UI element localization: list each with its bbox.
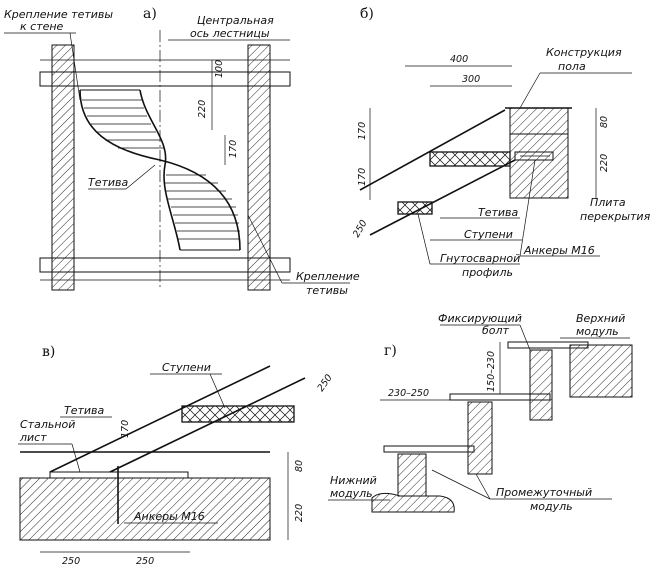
dim-b-80: 80 [599,116,610,128]
label-steel-sheet-1: Стальной [20,418,75,431]
floor-slab [509,107,569,199]
label-lower-module-1: Нижний [330,474,377,487]
lower-module-post [397,453,427,497]
bottom-beam [39,257,291,273]
upper-module [529,349,553,421]
step-lower [397,201,433,215]
left-wall [51,44,75,291]
lower-step [383,445,475,453]
dim-v-170: 170 [120,420,131,438]
label-bent-profile-2: профиль [462,266,513,279]
label-fixing-bolt-2: болт [482,324,510,337]
step-v [181,405,295,423]
upper-step [507,341,589,349]
dim-b-220: 220 [599,154,610,172]
panel-b: б) 400 300 170 170 250 80 220 Конструкци… [351,6,651,279]
label-v-anchors: Анкеры М16 [133,510,205,523]
right-wall [247,44,271,291]
label-upper-module-1: Верхний [576,312,625,325]
panel-b-label: б) [360,6,374,22]
panel-a: а) [4,6,360,297]
panel-a-label: а) [143,6,157,22]
top-beam [39,71,291,87]
label-b-stringer: Тетива [478,206,519,219]
label-b-steps: Ступени [464,228,513,241]
dim-v-250a: 250 [62,556,80,567]
step-upper [429,151,511,167]
label-fastening-2: тетивы [306,284,348,297]
dim-a-170: 170 [228,140,239,158]
dim-a-100: 100 [214,60,225,78]
upper-wall [569,344,633,398]
label-fastening-1: Крепление [296,270,360,283]
label-stringer: Тетива [88,176,129,189]
panel-g: г) 150–230 230–250 Фиксирующий болт Верх… [328,312,633,513]
label-intermediate-1: Промежуточный [496,486,592,499]
dim-b-400: 400 [450,54,468,65]
label-bent-profile-1: Гнутосварной [440,252,520,265]
dim-b-300: 300 [462,74,480,85]
dim-a-220: 220 [197,100,208,118]
dim-b-250: 250 [351,218,370,239]
label-b-anchors: Анкеры М16 [523,244,595,257]
label-floor-construction-2: пола [558,60,586,73]
dim-v-250: 250 [315,373,334,394]
label-central-axis-2: ось лестницы [190,27,270,40]
label-steel-sheet-2: лист [19,431,47,444]
label-wall-fastening-1: Крепление тетивы [4,8,113,21]
label-slab-1: Плита [590,196,626,209]
label-slab-2: перекрытия [580,210,651,223]
spiral-inner [139,89,181,251]
dim-b-170a: 170 [357,122,368,140]
slab-v [19,477,271,541]
panel-v-label: в) [42,344,55,360]
label-wall-fastening-2: к стене [20,20,64,33]
anchor [514,151,554,161]
dim-g-230-250: 230–250 [388,388,429,399]
panel-v: в) 250 170 80 220 250 250 Ступени Тетива… [18,344,335,567]
treads-upper [82,99,164,149]
label-intermediate-2: модуль [530,500,573,513]
label-upper-module-2: модуль [576,325,619,338]
lower-module-base [371,492,455,513]
dim-v-80: 80 [294,460,305,472]
steel-sheet [49,471,189,479]
label-floor-construction-1: Конструкция [546,46,622,59]
dim-v-220: 220 [294,504,305,522]
label-lower-module-2: модуль [330,487,373,500]
label-central-axis-1: Центральная [197,14,274,27]
spiral-outer [79,89,241,251]
middle-module [467,401,493,475]
panel-g-label: г) [384,343,397,359]
label-v-steps: Ступени [162,361,211,374]
dim-b-170b: 170 [357,168,368,186]
dim-g-150-230: 150–230 [486,351,497,392]
dim-v-250b: 250 [136,556,154,567]
label-fixing-bolt-1: Фиксирующий [438,312,522,325]
treads-lower [165,174,240,240]
label-v-stringer: Тетива [64,404,105,417]
